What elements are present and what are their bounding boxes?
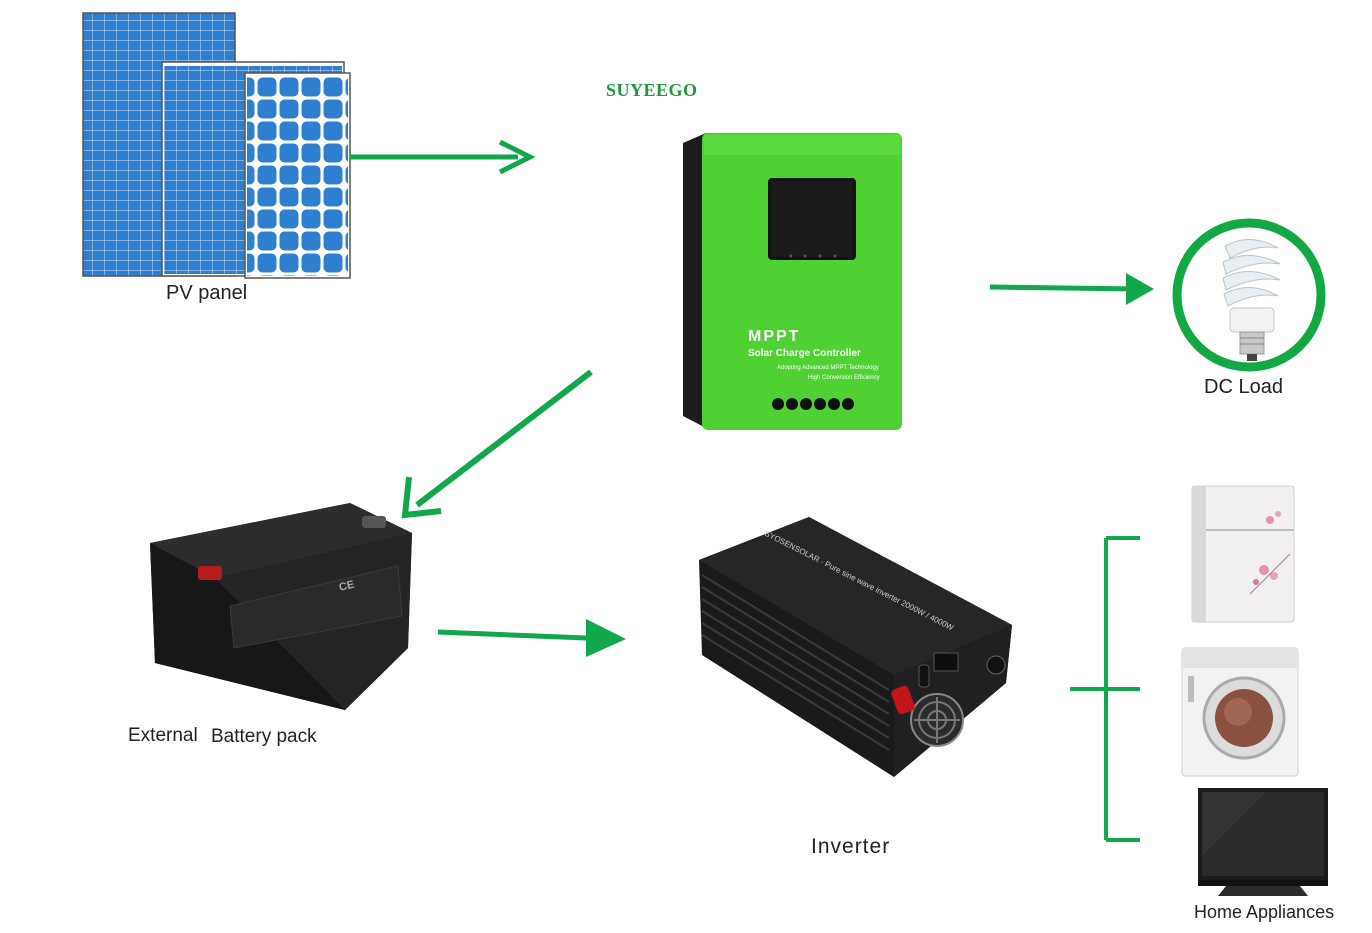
battery-image: CE	[150, 503, 412, 710]
controller-line2: High Conversion Efficiency	[808, 375, 880, 381]
dc-load-bulb	[1172, 218, 1326, 372]
bulb-icon	[1222, 239, 1281, 361]
battery-ce-mark: CE	[338, 579, 356, 594]
arrow-icon	[350, 139, 536, 175]
washing-machine-icon	[1181, 647, 1299, 777]
controller-title: MPPT	[748, 328, 800, 345]
pv-panel-label: PV panel	[166, 282, 248, 304]
battery-label-word1: External	[128, 725, 198, 746]
tv-icon	[1198, 788, 1328, 896]
home-appliances-label: Home Appliances	[1194, 902, 1335, 922]
controller-subtitle: Solar Charge Controller	[748, 348, 861, 359]
appliance-connector	[1070, 536, 1140, 842]
fridge-icon	[1191, 485, 1295, 623]
arrow-icon	[989, 273, 1154, 305]
arrow-icon	[401, 369, 593, 519]
mppt-controller-image: MPPT Solar Charge Controller Adopting Ad…	[683, 133, 902, 430]
brand-label: SUYEEGO	[606, 80, 698, 100]
controller-line1: Adopting Advanced MPPT Technology	[777, 365, 879, 371]
pv-panel-image	[82, 12, 351, 279]
dc-load-label: DC Load	[1204, 376, 1283, 398]
inverter-label: Inverter	[811, 835, 891, 858]
arrow-icon	[437, 619, 626, 657]
inverter-image: SYOSENSOLAR · Pure sine wave inverter 20…	[699, 517, 1012, 777]
battery-label-word2: Battery pack	[211, 726, 317, 747]
